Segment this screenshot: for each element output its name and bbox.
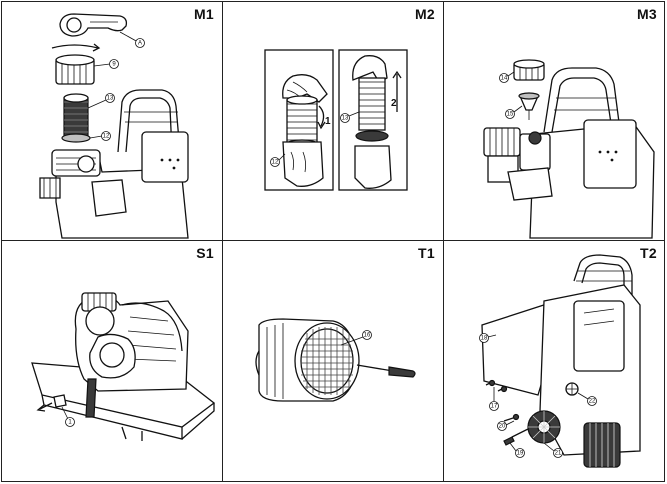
illustration-valve-removal: 14 15 xyxy=(483,59,655,239)
svg-text:19: 19 xyxy=(517,451,524,457)
panel-label: S1 xyxy=(196,245,214,261)
svg-text:14: 14 xyxy=(501,76,508,82)
illustration-drain-plug: 1 xyxy=(31,292,216,441)
svg-text:20: 20 xyxy=(499,424,506,430)
callout-18: 18 xyxy=(479,333,489,343)
svg-text:1: 1 xyxy=(68,420,72,426)
svg-text:13: 13 xyxy=(342,116,349,122)
panel-label: M1 xyxy=(193,6,214,22)
svg-text:17: 17 xyxy=(491,404,498,410)
callout-22: 22 xyxy=(587,396,597,406)
svg-text:A: A xyxy=(138,41,142,47)
illustration-filter-cleaning: 1 2 12 13 xyxy=(264,49,408,191)
callout-12: 12 xyxy=(270,157,280,167)
callout-20: 20 xyxy=(497,421,507,431)
illustration-filter-removal: A 9 13 12 xyxy=(39,13,189,239)
callout-13: 13 xyxy=(340,113,350,123)
svg-text:13: 13 xyxy=(107,96,114,102)
callout-14: 14 xyxy=(499,73,509,83)
svg-text:12: 12 xyxy=(272,160,279,166)
panel-label: M2 xyxy=(414,6,435,22)
grid-divider-vertical-2 xyxy=(443,1,444,482)
panel-label: T2 xyxy=(640,245,657,261)
callout-21: 21 xyxy=(553,448,563,458)
illustration-fan-disassembly: 18 17 22 20 21 19 xyxy=(479,254,641,468)
svg-text:21: 21 xyxy=(555,451,562,457)
svg-text:9: 9 xyxy=(112,62,116,68)
callout-12: 12 xyxy=(101,131,111,141)
illustration-fan-cover: 16 xyxy=(255,318,416,402)
panel-m1: M1 xyxy=(2,2,222,240)
panel-t1: T1 16 xyxy=(223,241,443,482)
callout-16: 16 xyxy=(362,330,372,340)
step-2: 2 xyxy=(391,98,397,109)
svg-text:12: 12 xyxy=(103,134,110,140)
step-1: 1 xyxy=(325,116,331,127)
panel-label: M3 xyxy=(636,6,657,22)
panel-m2: M2 1 2 12 13 xyxy=(223,2,443,240)
callout-9: 9 xyxy=(109,59,119,69)
grid-divider-vertical-1 xyxy=(222,1,223,482)
callout-13: 13 xyxy=(105,93,115,103)
callout-19: 19 xyxy=(515,448,525,458)
callout-a: A xyxy=(135,38,145,48)
svg-text:15: 15 xyxy=(507,112,514,118)
grid-divider-horizontal xyxy=(1,240,665,241)
callout-17: 17 xyxy=(489,401,499,411)
svg-text:22: 22 xyxy=(589,399,596,405)
svg-text:16: 16 xyxy=(364,333,371,339)
panel-label: T1 xyxy=(418,245,435,261)
panel-m3: M3 14 15 xyxy=(444,2,665,240)
svg-text:18: 18 xyxy=(481,336,488,342)
callout-15: 15 xyxy=(505,109,515,119)
callout-1: 1 xyxy=(65,417,75,427)
panel-t2: T2 18 17 2 xyxy=(444,241,665,482)
panel-s1: S1 1 xyxy=(2,241,222,482)
